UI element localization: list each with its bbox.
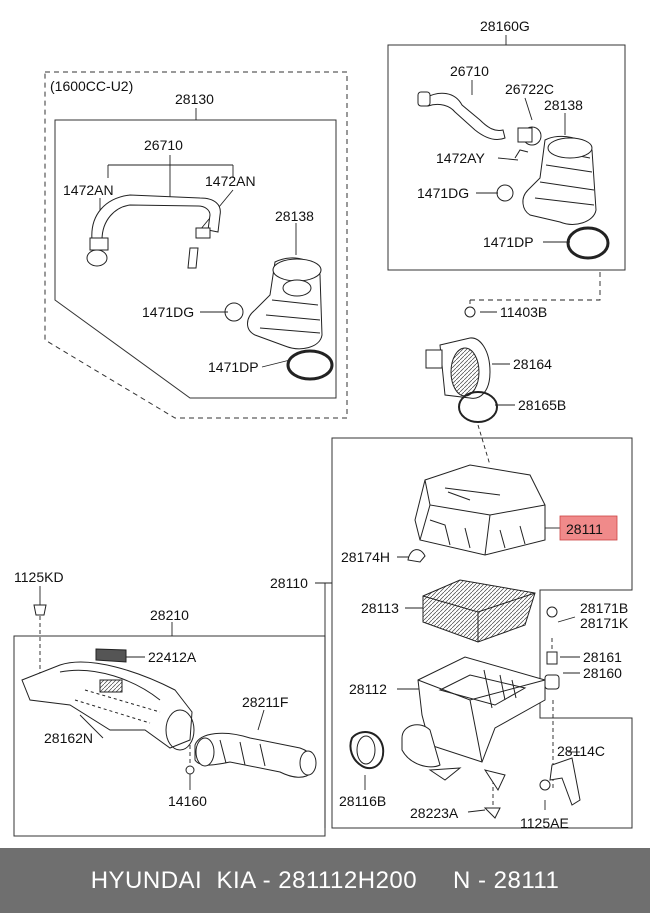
- label-22412a: 22412A: [148, 649, 197, 665]
- label-26710-top: 26710: [450, 63, 489, 79]
- label-28223a: 28223A: [410, 805, 459, 821]
- bolt-1125ae: [539, 779, 551, 791]
- clamp-1471dg-top: [496, 184, 514, 202]
- clamp-1471dg-left: [224, 302, 244, 322]
- diagram-canvas: 28160G 26710 26722C 28138 1472AY 1471DG …: [13, 18, 633, 837]
- label-28210: 28210: [150, 607, 189, 623]
- resonator-28210: [21, 661, 193, 749]
- leader-lines: [39, 35, 601, 828]
- label-1600cc-group: (1600CC-U2): [50, 78, 133, 94]
- clamp-1471dp-top: [566, 226, 610, 260]
- label-11403b: 11403B: [500, 304, 547, 320]
- label-28211f: 28211F: [242, 694, 288, 710]
- label-1125ae: 1125AE: [520, 815, 569, 831]
- label-28161: 28161: [583, 649, 622, 665]
- grommet-28161: [546, 651, 558, 665]
- label-1472an-right: 1472AN: [205, 173, 256, 189]
- label-28171b: 28171B: [580, 600, 628, 616]
- label-28171k: 28171K: [580, 615, 629, 631]
- label-1471dp-left: 1471DP: [208, 359, 259, 375]
- label-1471dg-top: 1471DG: [417, 185, 469, 201]
- label-14160: 14160: [168, 793, 207, 809]
- air-cleaner-cover-28111: [414, 464, 546, 556]
- clamp-1472an-left: [86, 249, 108, 267]
- label-1472ay: 1472AY: [436, 150, 485, 166]
- label-28165b: 28165B: [518, 397, 566, 413]
- label-1125kd: 1125KD: [14, 569, 64, 585]
- clip-14160: [185, 765, 195, 775]
- label-26722c: 26722C: [505, 81, 554, 97]
- clamp-1471dp-left: [286, 349, 334, 381]
- filter-element-28113: [422, 579, 536, 643]
- parts-art: [21, 91, 610, 819]
- clamp-top-hose: [417, 91, 431, 107]
- o-ring-28165b: [458, 391, 498, 423]
- group-28160g-box: [387, 44, 626, 271]
- label-1472an-left: 1472AN: [63, 182, 114, 198]
- label-26710-left: 26710: [144, 137, 183, 153]
- mount-28160: [544, 674, 560, 690]
- hose-26710-left: [91, 194, 221, 241]
- group-28130-box: [54, 119, 337, 399]
- bolt-28171b: [546, 606, 558, 618]
- screw-11403b: [464, 306, 476, 318]
- label-1471dg-left: 1471DG: [142, 304, 194, 320]
- label-28112: 28112: [349, 681, 387, 697]
- label-28110: 28110: [270, 575, 308, 591]
- footer-gap: [417, 867, 453, 895]
- footer-part-text: N - 28111: [452, 866, 560, 894]
- air-cleaner-case-28112: [417, 656, 546, 763]
- case-outlet: [401, 724, 441, 768]
- bolt-1125kd: [33, 604, 47, 616]
- label-28174h: 28174H: [341, 549, 390, 565]
- bolt-28223a: [483, 807, 501, 819]
- label-28160g: 28160G: [480, 18, 530, 34]
- label-28113: 28113: [361, 600, 399, 616]
- label-28138-left: 28138: [275, 208, 314, 224]
- label-28116b: 28116B: [339, 793, 386, 809]
- highlight-28111: [559, 515, 618, 541]
- clip-28174h: [407, 549, 426, 563]
- clamp-1472an-right: [195, 227, 211, 239]
- label-22412a: [95, 648, 127, 663]
- part-labels: 28160G 26710 26722C 28138 1472AY 1471DG …: [14, 18, 629, 831]
- label-28114c: 28114C: [557, 743, 605, 759]
- label-28138-top: 28138: [544, 97, 583, 113]
- label-28164: 28164: [513, 356, 552, 372]
- label-28111: 28111: [566, 521, 603, 537]
- part-number-footer: HYUNDAI KIA - 281112H200 N - 28111: [0, 848, 650, 913]
- seal-28116b: [349, 731, 385, 770]
- label-28160: 28160: [583, 665, 622, 681]
- group-1600cc-box: [44, 71, 348, 419]
- bracket-28114c: [549, 757, 581, 806]
- label-1471dp-top: 1471DP: [483, 234, 534, 250]
- label-28162n: 28162N: [44, 730, 93, 746]
- hose-26710-top: [424, 92, 506, 141]
- label-28130: 28130: [175, 91, 214, 107]
- footer-brand-text: HYUNDAI KIA - 281112H200: [90, 866, 418, 894]
- group-28110-box: [331, 437, 633, 829]
